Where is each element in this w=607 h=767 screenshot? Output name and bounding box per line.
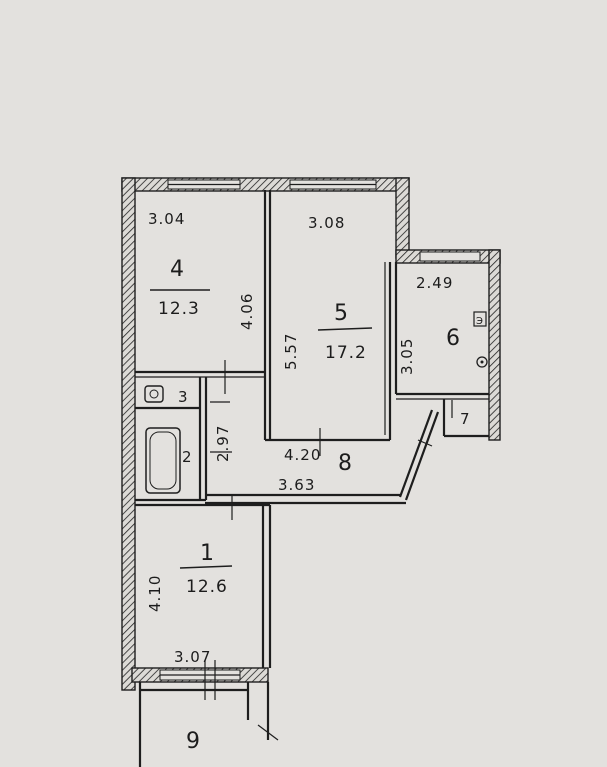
room-1-area: 12.6 — [186, 577, 228, 597]
stove-icon — [473, 311, 487, 327]
room-4-width: 3.04 — [148, 210, 185, 228]
room-1-number: 1 — [200, 541, 214, 566]
stove-mark: Э — [476, 316, 483, 327]
room-8: 4.20 8 3.63 — [278, 446, 352, 494]
room-4: 3.04 4 12.3 4.06 — [148, 210, 256, 330]
right-wall — [488, 249, 501, 441]
sink-icon — [476, 356, 488, 368]
room-5-width: 3.08 — [308, 214, 345, 232]
room-4-number: 4 — [170, 257, 184, 282]
room-4-area: 12.3 — [158, 299, 200, 319]
left-wall — [121, 177, 136, 691]
room-5-fraction-line — [317, 327, 373, 331]
room-5-number: 5 — [334, 301, 348, 326]
room-3-number: 3 — [178, 388, 189, 406]
room-8-width: 4.20 — [284, 446, 321, 464]
room-9-number: 9 — [186, 729, 200, 754]
window-room-6 — [419, 251, 481, 262]
room-1-fraction-line — [179, 565, 233, 569]
room-1-width: 3.07 — [174, 648, 211, 666]
room-1-depth: 4.10 — [146, 575, 164, 612]
outer-walls — [121, 177, 501, 691]
fixtures: Э — [144, 311, 488, 494]
room-6: 2.49 6 3.05 — [398, 274, 460, 375]
room-8-length: 3.63 — [278, 476, 315, 494]
room-5-area: 17.2 — [325, 343, 367, 363]
room-5-right-wall — [395, 177, 410, 259]
room-8-number: 8 — [338, 451, 352, 476]
room-5-depth: 5.57 — [282, 333, 300, 370]
room-4-depth: 4.06 — [238, 293, 256, 330]
room-2: 2 2.97 — [182, 425, 232, 466]
toilet-icon — [144, 385, 164, 403]
room-2-depth: 2.97 — [214, 425, 232, 462]
room-1: 1 12.6 4.10 3.07 — [146, 541, 233, 666]
room-5: 3.08 5 17.2 5.57 — [282, 214, 373, 370]
room-2-number: 2 — [182, 448, 193, 466]
door-marks — [204, 360, 453, 700]
room-6-width: 2.49 — [416, 274, 453, 292]
bathtub-icon — [145, 427, 181, 494]
room-6-depth: 3.05 — [398, 338, 416, 375]
room-6-number: 6 — [446, 326, 460, 351]
room-7-number: 7 — [460, 410, 471, 428]
interior-walls — [135, 190, 489, 767]
